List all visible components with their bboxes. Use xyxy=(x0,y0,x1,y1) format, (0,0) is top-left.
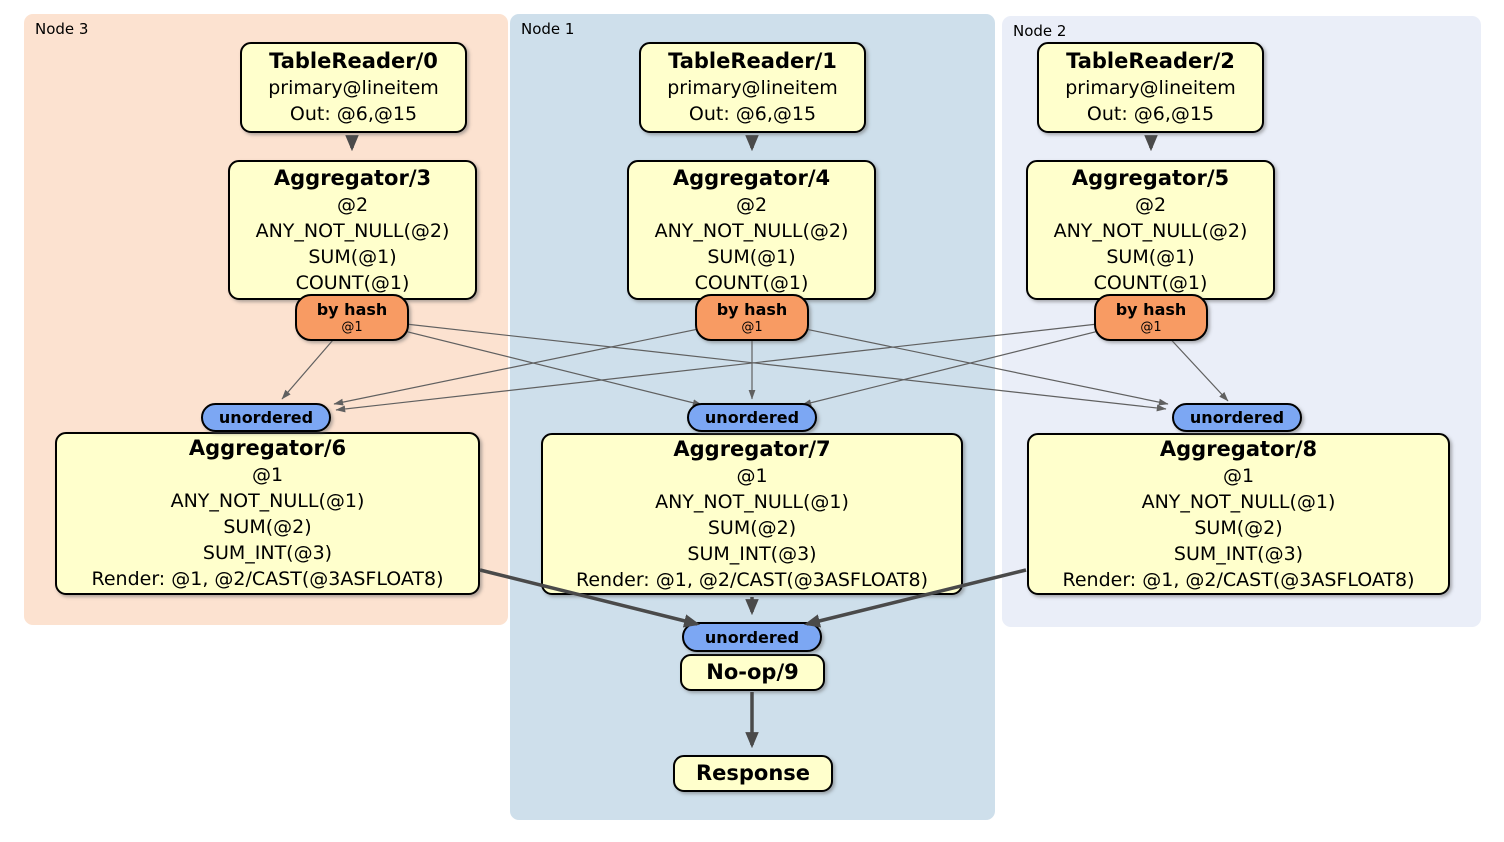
processor-aggregator-4: Aggregator/4 @2 ANY_NOT_NULL(@2) SUM(@1)… xyxy=(627,160,876,300)
router-by-hash-node3: by hash @1 xyxy=(295,294,409,341)
processor-detail: SUM_INT(@3) xyxy=(1173,542,1304,565)
processor-title: Aggregator/6 xyxy=(188,436,347,460)
region-label-node2: Node 2 xyxy=(1013,22,1067,40)
router-label: by hash xyxy=(716,299,788,319)
processor-detail: ANY_NOT_NULL(@2) xyxy=(1053,219,1248,242)
processor-detail: SUM_INT(@3) xyxy=(202,542,333,564)
processor-detail: Out: @6,@15 xyxy=(289,103,418,125)
processor-detail: @1 xyxy=(1222,464,1255,487)
router-by-hash-node2: by hash @1 xyxy=(1094,294,1208,341)
processor-detail: SUM(@1) xyxy=(1106,245,1195,268)
processor-detail: SUM(@1) xyxy=(308,245,397,268)
processor-title: Aggregator/8 xyxy=(1159,436,1318,461)
router-by-hash-node1: by hash @1 xyxy=(695,294,809,341)
processor-title: TableReader/0 xyxy=(269,49,438,73)
processor-title: Aggregator/4 xyxy=(672,165,831,190)
processor-tablereader-1: TableReader/1 primary@lineitem Out: @6,@… xyxy=(639,42,866,133)
processor-aggregator-6: Aggregator/6 @1 ANY_NOT_NULL(@1) SUM(@2)… xyxy=(55,432,480,595)
processor-detail: @2 xyxy=(336,193,369,216)
processor-detail: @1 xyxy=(736,464,768,487)
processor-detail: @1 xyxy=(251,464,284,486)
processor-detail: SUM(@2) xyxy=(1194,516,1283,539)
processor-title: Aggregator/3 xyxy=(273,165,432,190)
sync-unordered-node2: unordered xyxy=(1172,403,1302,432)
processor-title: TableReader/2 xyxy=(1066,49,1235,73)
processor-detail: Render: @1, @2/CAST(@3ASFLOAT8) xyxy=(91,568,444,590)
processor-detail: ANY_NOT_NULL(@2) xyxy=(654,219,849,242)
processor-title: No-op/9 xyxy=(706,660,799,684)
router-label: by hash xyxy=(1115,299,1187,319)
processor-aggregator-3: Aggregator/3 @2 ANY_NOT_NULL(@2) SUM(@1)… xyxy=(228,160,477,300)
processor-detail: SUM(@2) xyxy=(223,516,312,538)
region-label-node1: Node 1 xyxy=(521,20,575,38)
router-detail: @1 xyxy=(741,319,763,335)
processor-detail: @2 xyxy=(1134,193,1167,216)
processor-detail: ANY_NOT_NULL(@2) xyxy=(255,219,450,242)
processor-response: Response xyxy=(673,755,833,792)
router-detail: @1 xyxy=(341,319,363,335)
processor-detail: primary@lineitem xyxy=(667,77,838,99)
processor-aggregator-5: Aggregator/5 @2 ANY_NOT_NULL(@2) SUM(@1)… xyxy=(1026,160,1275,300)
sync-unordered-final: unordered xyxy=(682,622,822,652)
router-detail: @1 xyxy=(1140,319,1162,335)
processor-tablereader-2: TableReader/2 primary@lineitem Out: @6,@… xyxy=(1037,42,1264,133)
processor-detail: COUNT(@1) xyxy=(694,271,809,294)
processor-detail: SUM_INT(@3) xyxy=(687,542,817,565)
processor-aggregator-8: Aggregator/8 @1 ANY_NOT_NULL(@1) SUM(@2)… xyxy=(1027,433,1450,595)
processor-detail: primary@lineitem xyxy=(1065,77,1236,99)
processor-tablereader-0: TableReader/0 primary@lineitem Out: @6,@… xyxy=(240,42,467,133)
processor-title: Response xyxy=(695,761,811,785)
processor-detail: @2 xyxy=(735,193,768,216)
processor-noop-9: No-op/9 xyxy=(680,654,825,691)
processor-title: Aggregator/5 xyxy=(1071,165,1230,190)
processor-detail: Out: @6,@15 xyxy=(1086,103,1215,125)
processor-title: Aggregator/7 xyxy=(673,436,831,461)
processor-detail: ANY_NOT_NULL(@1) xyxy=(170,490,365,512)
processor-detail: ANY_NOT_NULL(@1) xyxy=(1141,490,1336,513)
processor-detail: SUM(@1) xyxy=(707,245,796,268)
sync-unordered-node3: unordered xyxy=(201,403,331,432)
processor-detail: Render: @1, @2/CAST(@3ASFLOAT8) xyxy=(576,568,928,591)
processor-detail: Out: @6,@15 xyxy=(688,103,817,125)
processor-aggregator-7: Aggregator/7 @1 ANY_NOT_NULL(@1) SUM(@2)… xyxy=(541,433,963,595)
processor-detail: SUM(@2) xyxy=(707,516,797,539)
router-label: by hash xyxy=(316,299,388,319)
processor-detail: COUNT(@1) xyxy=(1093,271,1208,294)
region-label-node3: Node 3 xyxy=(35,20,89,38)
processor-detail: Render: @1, @2/CAST(@3ASFLOAT8) xyxy=(1062,568,1415,591)
processor-title: TableReader/1 xyxy=(668,49,837,73)
sync-unordered-node1: unordered xyxy=(687,403,817,432)
processor-detail: COUNT(@1) xyxy=(295,271,410,294)
processor-detail: primary@lineitem xyxy=(268,77,439,99)
processor-detail: ANY_NOT_NULL(@1) xyxy=(655,490,849,513)
